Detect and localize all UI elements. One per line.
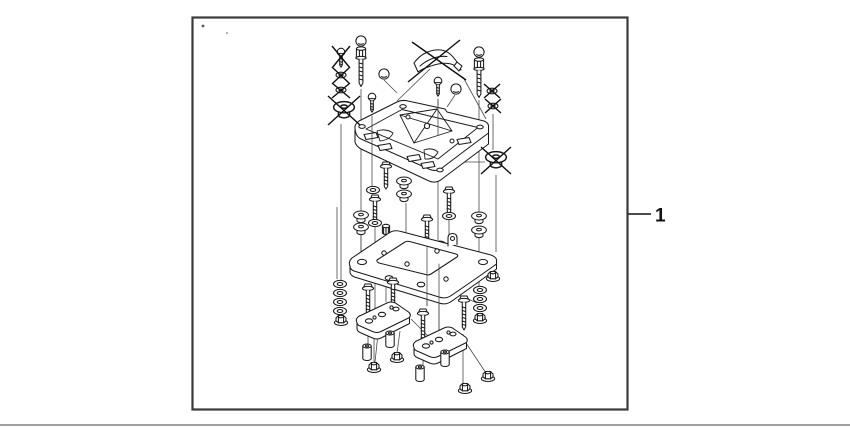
rubber-grommet <box>471 211 487 239</box>
washer <box>365 185 381 195</box>
figure-border <box>191 16 629 411</box>
flange-nut <box>389 351 405 364</box>
pan-screw <box>367 92 377 113</box>
washer-stack-right <box>472 285 488 313</box>
callout-label: 1 <box>655 206 666 227</box>
flange-nut <box>366 361 382 374</box>
diagram-art <box>332 35 508 395</box>
hex-flange-bolt <box>457 295 471 331</box>
collar-spacer <box>385 330 395 349</box>
rubber-grommet <box>353 210 369 236</box>
mounting-frame-bracket <box>348 230 498 305</box>
crossed-out-part <box>413 49 463 73</box>
hex-flange-bolt <box>368 194 382 223</box>
projection-lines <box>371 98 439 194</box>
cap-nut <box>355 35 367 47</box>
socket-bolt <box>473 57 485 99</box>
collar-spacer <box>415 364 425 383</box>
callout-1: 1 <box>628 206 666 227</box>
collar-spacer <box>440 349 450 368</box>
flange-nut <box>485 270 501 283</box>
socket-bolt <box>355 46 367 88</box>
carrier-base-plate <box>354 99 490 183</box>
hex-flange-bolt <box>379 161 393 190</box>
rubber-grommet <box>396 176 412 203</box>
pan-screw <box>433 76 443 97</box>
collar-spacer <box>362 343 372 362</box>
stay-plate-left <box>355 301 411 340</box>
stay-plate-right <box>412 326 468 365</box>
washer <box>441 211 457 221</box>
hex-flange-bolt <box>442 186 456 215</box>
not-included-x-marks <box>327 39 512 175</box>
flange-nut <box>333 314 349 327</box>
crossed-out-part <box>332 47 356 119</box>
projection-lines <box>426 246 440 331</box>
flange-nut <box>457 382 473 395</box>
page-bottom-rule <box>0 424 850 426</box>
washer-stack-left <box>332 279 348 316</box>
washer <box>367 218 383 228</box>
scan-specks <box>201 24 228 34</box>
cap-nut <box>450 83 462 95</box>
cap-nut <box>378 68 390 80</box>
flange-nut <box>472 312 488 325</box>
cap-nut <box>473 46 485 58</box>
flange-nut <box>480 370 496 383</box>
